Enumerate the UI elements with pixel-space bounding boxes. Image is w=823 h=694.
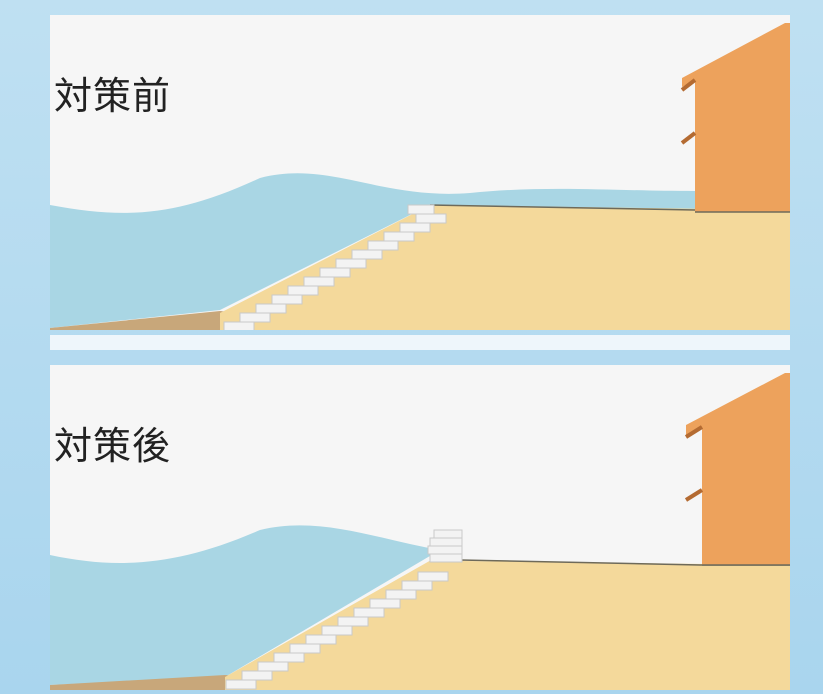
after-title: 対策後 [54,424,172,468]
sand-embankment [225,555,790,690]
after-panel: 対策後 [50,365,790,690]
sea-water [50,525,440,685]
house [680,23,790,213]
before-panel: 対策前 [50,15,790,330]
sand-embankment [220,205,790,330]
stairs [223,204,447,330]
seabed [50,311,240,330]
sea-water [50,173,695,328]
after-illustration [50,373,790,690]
raised-wall-steps [427,529,463,563]
seabed [50,675,245,690]
panel-separator [50,335,790,350]
stairs [225,571,449,690]
house [684,373,790,566]
before-illustration [50,23,790,330]
before-title: 対策前 [54,74,172,118]
